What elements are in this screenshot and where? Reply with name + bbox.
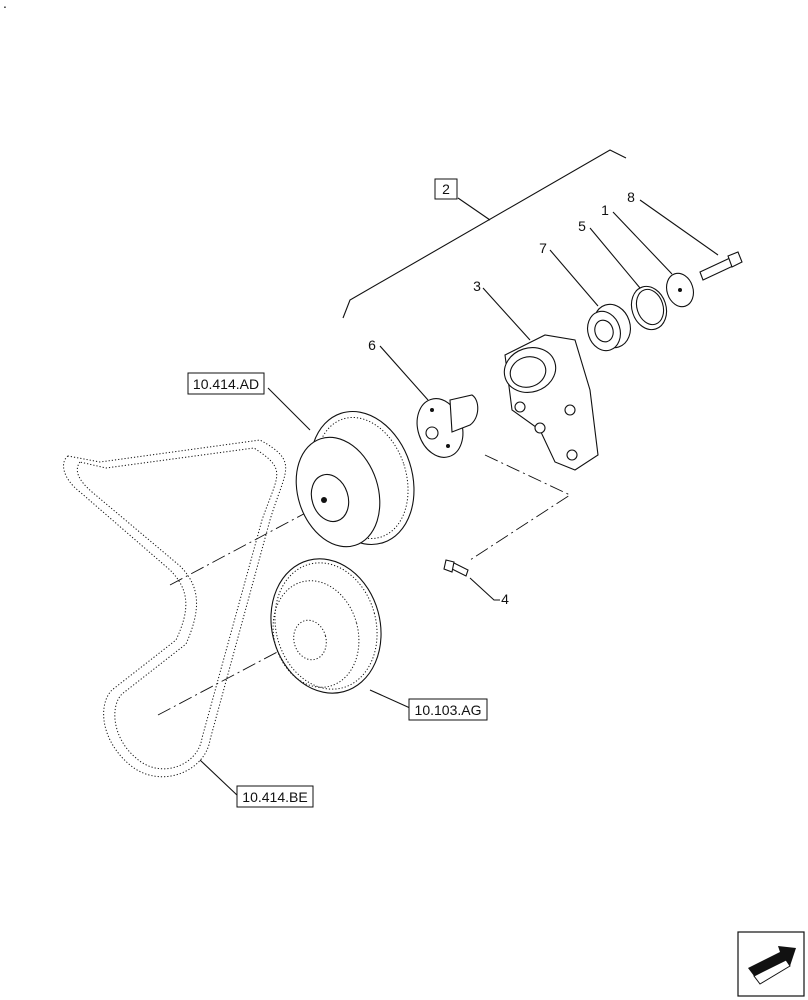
crankshaft-damper [270, 558, 411, 709]
reference-crank-damper[interactable]: 10.103.AG [408, 698, 488, 721]
corner-mark: . [3, 0, 7, 11]
reference-fan-pulley-label: 10.414.AD [193, 376, 259, 392]
callout-box-2 [434, 178, 458, 200]
bearing-part-7 [549, 249, 631, 352]
reference-belt-label: 10.414.BE [242, 789, 307, 805]
bolt-part-8 [639, 199, 743, 281]
hub-part-6 [379, 345, 479, 458]
callout-4: 4 [501, 591, 509, 607]
fan-pulley [267, 387, 415, 548]
callout-6: 6 [368, 337, 376, 353]
washer-part-1 [612, 211, 694, 308]
callout-5: 5 [578, 218, 586, 234]
callout-3: 3 [473, 278, 481, 294]
bolt-part-4 [443, 559, 500, 601]
reference-fan-pulley[interactable]: 10.414.AD [187, 372, 265, 395]
assembly-bracket: 2 [342, 149, 627, 319]
callout-7: 7 [539, 240, 547, 256]
next-page-arrow-icon[interactable] [737, 931, 805, 997]
callout-8: 8 [627, 189, 635, 205]
reference-crank-damper-label: 10.103.AG [415, 702, 482, 718]
callout-2: 2 [442, 181, 450, 197]
snap-ring-part-5 [589, 227, 668, 331]
callout-1: 1 [601, 202, 609, 218]
tensioner-bracket-part-3 [482, 287, 599, 471]
ribbed-belt [63, 439, 287, 797]
reference-belt[interactable]: 10.414.BE [236, 785, 314, 808]
